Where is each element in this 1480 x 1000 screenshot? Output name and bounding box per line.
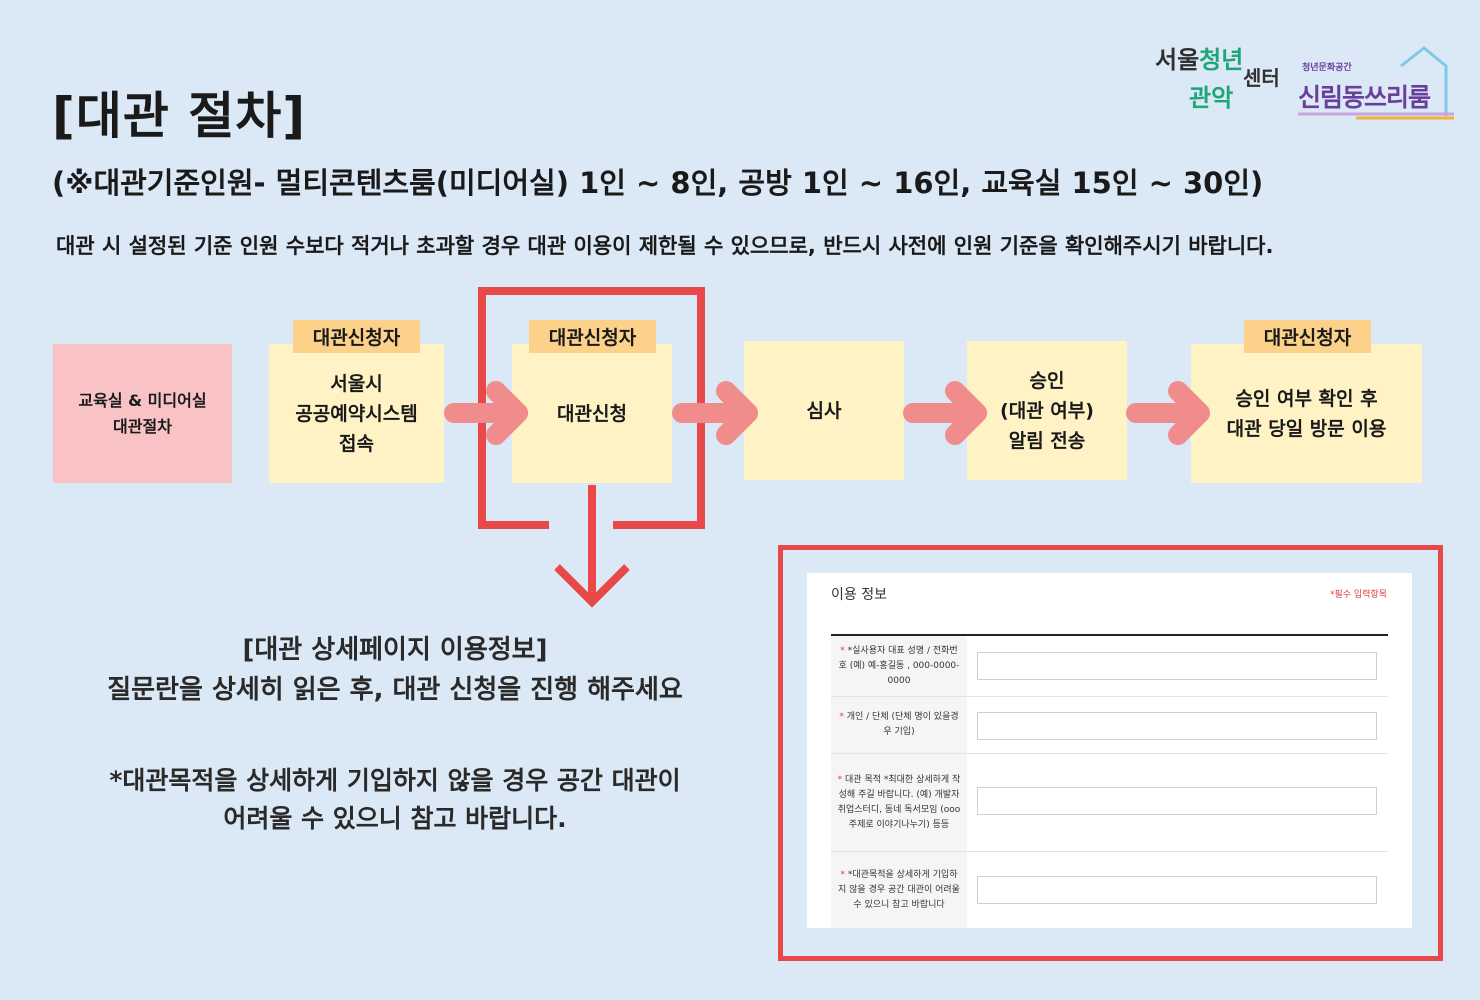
form-row: * *대관목적을 상세하게 기입하지 않을 경우 공간 대관이 어려울 수 있으…	[831, 852, 1388, 928]
logo-text-center: 센터	[1243, 66, 1280, 90]
required-note: *필수 입력항목	[1329, 590, 1387, 600]
form-field-label: * 대관 목적 *최대한 상세하게 작성해 주길 바랍니다. (예) 개발자 취…	[831, 754, 967, 851]
seoul-youth-center-logo: 서울청년 센터 관악	[1155, 40, 1295, 120]
step-box-4: 심사	[744, 341, 904, 480]
step-box-2: 서울시 공공예약시스템 접속	[269, 344, 444, 483]
detail-page-instruction: 질문란을 상세히 읽은 후, 대관 신청을 진행 해주세요	[107, 675, 683, 705]
capacity-notice: 대관 시 설정된 기준 인원 수보다 적거나 초과할 경우 대관 이용이 제한될…	[56, 234, 1274, 258]
page-title: [대관 절차]	[52, 87, 307, 145]
form-row: * 대관 목적 *최대한 상세하게 작성해 주길 바랍니다. (예) 개발자 취…	[831, 754, 1388, 852]
arrow-4-icon	[1126, 381, 1210, 445]
arrow-3-icon	[903, 381, 987, 445]
form-row: * *실사용자 대표 성명 / 전화번호 (예) 예-홍길동 , 000-000…	[831, 636, 1388, 697]
detail-page-heading: [대관 상세페이지 이용정보]	[242, 635, 548, 665]
down-arrow-head	[554, 564, 630, 608]
step-tag-6: 대관신청자	[1244, 320, 1371, 353]
highlight-frame-outline	[478, 287, 705, 529]
form-title: 이용 정보	[831, 587, 887, 603]
arrow-1-icon	[444, 381, 528, 445]
rental-purpose-input[interactable]	[977, 787, 1377, 815]
representative-contact-input[interactable]	[977, 652, 1377, 680]
logo-subtext: 청년문화공간	[1302, 63, 1352, 73]
arrow-2-icon	[672, 381, 758, 445]
individual-group-input[interactable]	[977, 712, 1377, 740]
form-divider	[831, 634, 1388, 636]
purpose-detail-input[interactable]	[977, 876, 1377, 904]
form-row: * 개인 / 단체 (단체 명이 있을경우 기입)	[831, 697, 1388, 754]
step-tag-2: 대관신청자	[293, 320, 420, 353]
house-roof-icon	[1298, 46, 1454, 120]
logo-name: 신림동쓰리룸	[1298, 83, 1431, 112]
step-box-6: 승인 여부 확인 후 대관 당일 방문 이용	[1191, 344, 1422, 483]
step-tag-3: 대관신청자	[529, 320, 656, 353]
logo-text-youth: 청년	[1199, 46, 1244, 74]
form-field-label: * *대관목적을 상세하게 기입하지 않을 경우 공간 대관이 어려울 수 있으…	[831, 852, 967, 928]
step-box-1: 교육실 & 미디어실 대관절차	[53, 344, 232, 483]
sillim-threeroom-logo: 청년문화공간 신림동쓰리룸	[1296, 44, 1456, 124]
form-highlight-frame	[778, 545, 1443, 961]
logo-text-seoul: 서울	[1155, 46, 1200, 74]
form-field-label: * *실사용자 대표 성명 / 전화번호 (예) 예-홍길동 , 000-000…	[831, 636, 967, 696]
step-box-5: 승인 (대관 여부) 알림 전송	[967, 341, 1127, 480]
form-field-label: * 개인 / 단체 (단체 명이 있을경우 기입)	[831, 697, 967, 753]
purpose-warning: *대관목적을 상세하게 기입하지 않을 경우 공간 대관이 어려울 수 있으니 …	[109, 766, 681, 833]
usage-info-form: 이용 정보 *필수 입력항목 * *실사용자 대표 성명 / 전화번호 (예) …	[807, 573, 1412, 928]
capacity-subtitle: (※대관기준인원- 멀티콘텐츠룸(미디어실) 1인 ~ 8인, 공방 1인 ~ …	[52, 166, 1264, 200]
step-box-3: 대관신청	[512, 344, 672, 483]
logo-text-gwanak: 관악	[1189, 84, 1234, 112]
